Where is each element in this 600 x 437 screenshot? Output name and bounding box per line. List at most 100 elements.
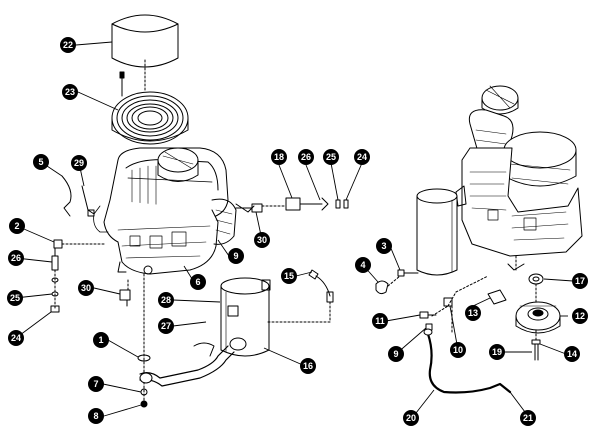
callout-24: 24 (8, 330, 24, 346)
callout-number: 29 (74, 158, 84, 168)
callout-circle (403, 410, 419, 426)
callout-19: 19 (489, 344, 505, 360)
callout-3: 3 (376, 238, 392, 254)
callout-25: 25 (323, 149, 339, 165)
callout-circle (323, 149, 339, 165)
callout-number: 2 (14, 221, 19, 231)
callout-number: 22 (63, 40, 73, 50)
callout-circle (190, 274, 206, 290)
callout-25: 25 (7, 290, 23, 306)
callout-number: 24 (357, 152, 367, 162)
callout-circle (78, 280, 94, 296)
callout-circle (271, 149, 287, 165)
callout-11: 11 (372, 313, 388, 329)
callout-27: 27 (158, 318, 174, 334)
callout-number: 9 (233, 251, 238, 261)
callout-circle (281, 268, 297, 284)
callout-circle (158, 292, 174, 308)
callout-circle (33, 154, 49, 170)
engine-right-view (455, 85, 583, 271)
callout-circle (300, 358, 316, 374)
callout-number: 25 (326, 152, 336, 162)
bolt-19 (531, 339, 541, 361)
callout-circle (572, 273, 588, 289)
fitting-3 (397, 269, 419, 277)
callout-24: 24 (354, 149, 370, 165)
callout-21: 21 (520, 410, 536, 426)
callout-number: 8 (93, 411, 98, 421)
callout-13: 13 (465, 305, 481, 321)
callout-number: 16 (303, 361, 313, 371)
callout-16: 16 (300, 358, 316, 374)
callout-circle (228, 248, 244, 264)
callout-circle (9, 218, 25, 234)
callout-number: 9 (393, 349, 398, 359)
pulley-assembly (515, 301, 561, 334)
callout-18: 18 (271, 149, 287, 165)
callout-15: 15 (281, 268, 297, 284)
callout-number: 30 (81, 283, 91, 293)
callout-2: 2 (9, 218, 25, 234)
callout-26: 26 (298, 149, 314, 165)
callout-number: 24 (11, 333, 21, 343)
callout-circle (489, 344, 505, 360)
callout-28: 28 (158, 292, 174, 308)
callout-number: 26 (301, 152, 311, 162)
callout-circle (60, 37, 76, 53)
callout-number: 18 (274, 152, 284, 162)
spark-plug-wire (61, 175, 72, 217)
callout-number: 1 (98, 335, 103, 345)
callout-20: 20 (403, 410, 419, 426)
callout-circle (158, 318, 174, 334)
callout-number: 11 (375, 316, 385, 326)
callout-circle (355, 257, 371, 273)
callout-number: 15 (284, 271, 294, 281)
callout-circle (564, 346, 580, 362)
callout-1: 1 (93, 332, 109, 348)
callout-circle (254, 232, 270, 248)
callout-number: 19 (492, 347, 502, 357)
callout-number: 5 (38, 157, 43, 167)
callout-22: 22 (60, 37, 76, 53)
callout-23: 23 (62, 84, 78, 100)
callout-circle (572, 308, 588, 324)
callout-circle (62, 84, 78, 100)
callout-circle (465, 305, 481, 321)
callout-circle (388, 346, 404, 362)
callout-number: 28 (161, 295, 171, 305)
bearing-17 (528, 273, 544, 285)
callout-circle (298, 149, 314, 165)
callout-9: 9 (388, 346, 404, 362)
callout-9: 9 (228, 248, 244, 264)
callout-circle (372, 313, 388, 329)
callout-number: 3 (381, 241, 386, 251)
callout-4: 4 (355, 257, 371, 273)
callout-circle (88, 408, 104, 424)
callout-number: 23 (65, 87, 75, 97)
engine-left-view (93, 147, 263, 275)
sensor-left (119, 289, 131, 307)
callout-number: 21 (523, 413, 533, 423)
callout-number: 13 (468, 308, 478, 318)
callout-5: 5 (33, 154, 49, 170)
callout-12: 12 (572, 308, 588, 324)
callout-26: 26 (8, 250, 24, 266)
callout-number: 17 (575, 276, 585, 286)
callout-10: 10 (450, 342, 466, 358)
callout-circle (8, 250, 24, 266)
callout-number: 6 (195, 277, 200, 287)
drain-hose (426, 332, 512, 394)
callout-number: 20 (406, 413, 416, 423)
fitting-4 (375, 280, 389, 295)
callout-30: 30 (254, 232, 270, 248)
air-filter-canister (416, 188, 458, 276)
callout-29: 29 (71, 155, 87, 171)
callout-circle (450, 342, 466, 358)
callout-number: 7 (93, 379, 98, 389)
callout-number: 14 (567, 349, 577, 359)
callout-number: 10 (453, 345, 463, 355)
callout-circle (354, 149, 370, 165)
